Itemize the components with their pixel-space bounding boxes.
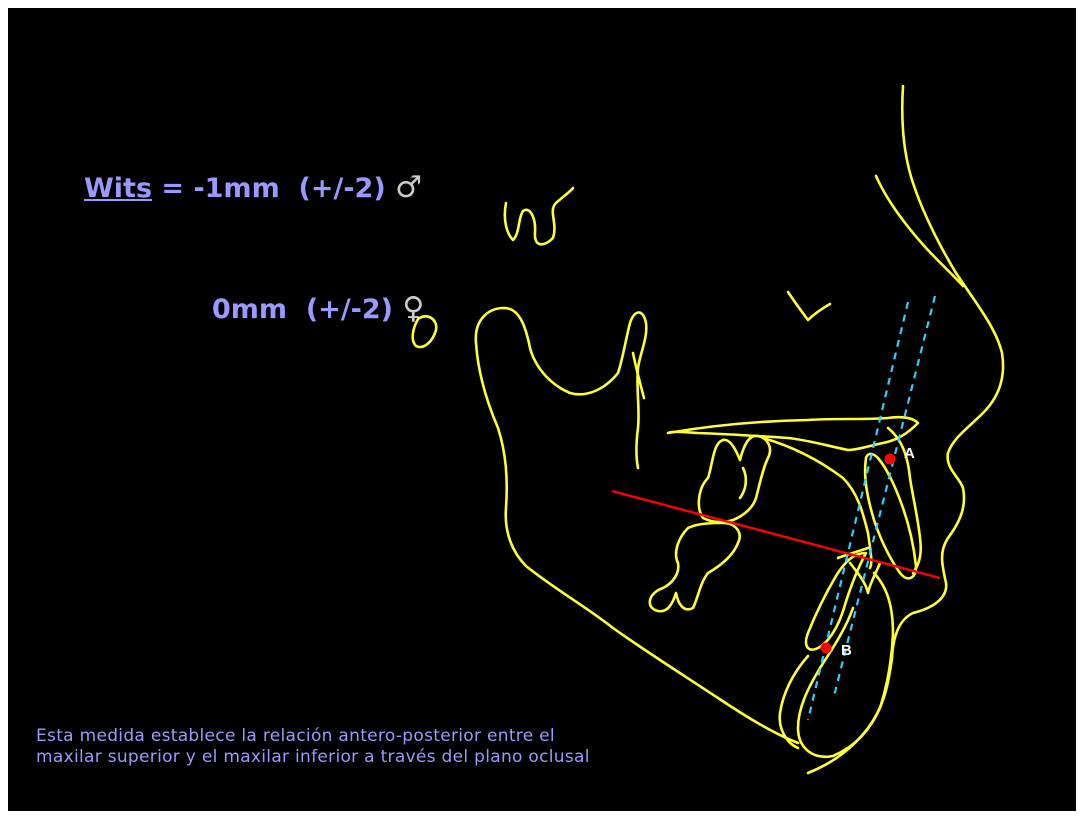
cephalometric-tracing <box>411 84 1005 775</box>
projection-line-b <box>832 295 937 697</box>
explanation-caption: Esta medida establece la relación antero… <box>36 726 590 767</box>
upper-molar-outline <box>697 434 772 524</box>
lower-molar-outline <box>648 521 741 613</box>
wits-male-row: Wits = -1mm (+/-2) ♂ <box>84 168 424 209</box>
ramus-outline <box>474 306 800 745</box>
symphysis-outline <box>796 571 895 759</box>
lower-incisor-crown <box>848 561 882 595</box>
frontal-bone-outline <box>901 84 1005 415</box>
upper-lip-outline <box>886 426 923 575</box>
soft-tissue-profile <box>806 411 985 775</box>
palatal-plane <box>666 415 920 452</box>
orbit-curve <box>786 290 832 322</box>
point-b-marker <box>820 642 832 654</box>
nasal-bone-outline <box>874 174 965 288</box>
condyle-outline <box>411 315 438 349</box>
point-a-marker <box>884 453 896 465</box>
sella-outline <box>503 186 575 246</box>
wits-male-value: = -1mm (+/-2) <box>152 173 396 204</box>
maxillary-outline <box>761 436 873 570</box>
wits-norm-title: Wits = -1mm (+/-2) ♂ 0mm (+/-2) ♀ <box>84 88 424 410</box>
coronoid-line <box>631 351 646 400</box>
male-symbol-icon: ♂ <box>395 170 422 205</box>
projection-line-a <box>806 301 910 721</box>
wits-female-row: 0mm (+/-2) ♀ <box>84 289 424 330</box>
point-a-label: A <box>904 445 915 462</box>
molar-root-detail <box>738 466 748 500</box>
point-b-label: B <box>841 642 852 659</box>
slide: Wits = -1mm (+/-2) ♂ 0mm (+/-2) ♀ <box>8 8 1076 811</box>
wits-female-value: 0mm (+/-2) <box>212 294 403 325</box>
symphysis-inner <box>778 654 810 750</box>
wits-label: Wits <box>84 173 153 204</box>
lower-incisor-outline <box>804 551 868 651</box>
sigmoid-notch <box>502 306 648 470</box>
occlusal-plane-line <box>611 489 941 580</box>
